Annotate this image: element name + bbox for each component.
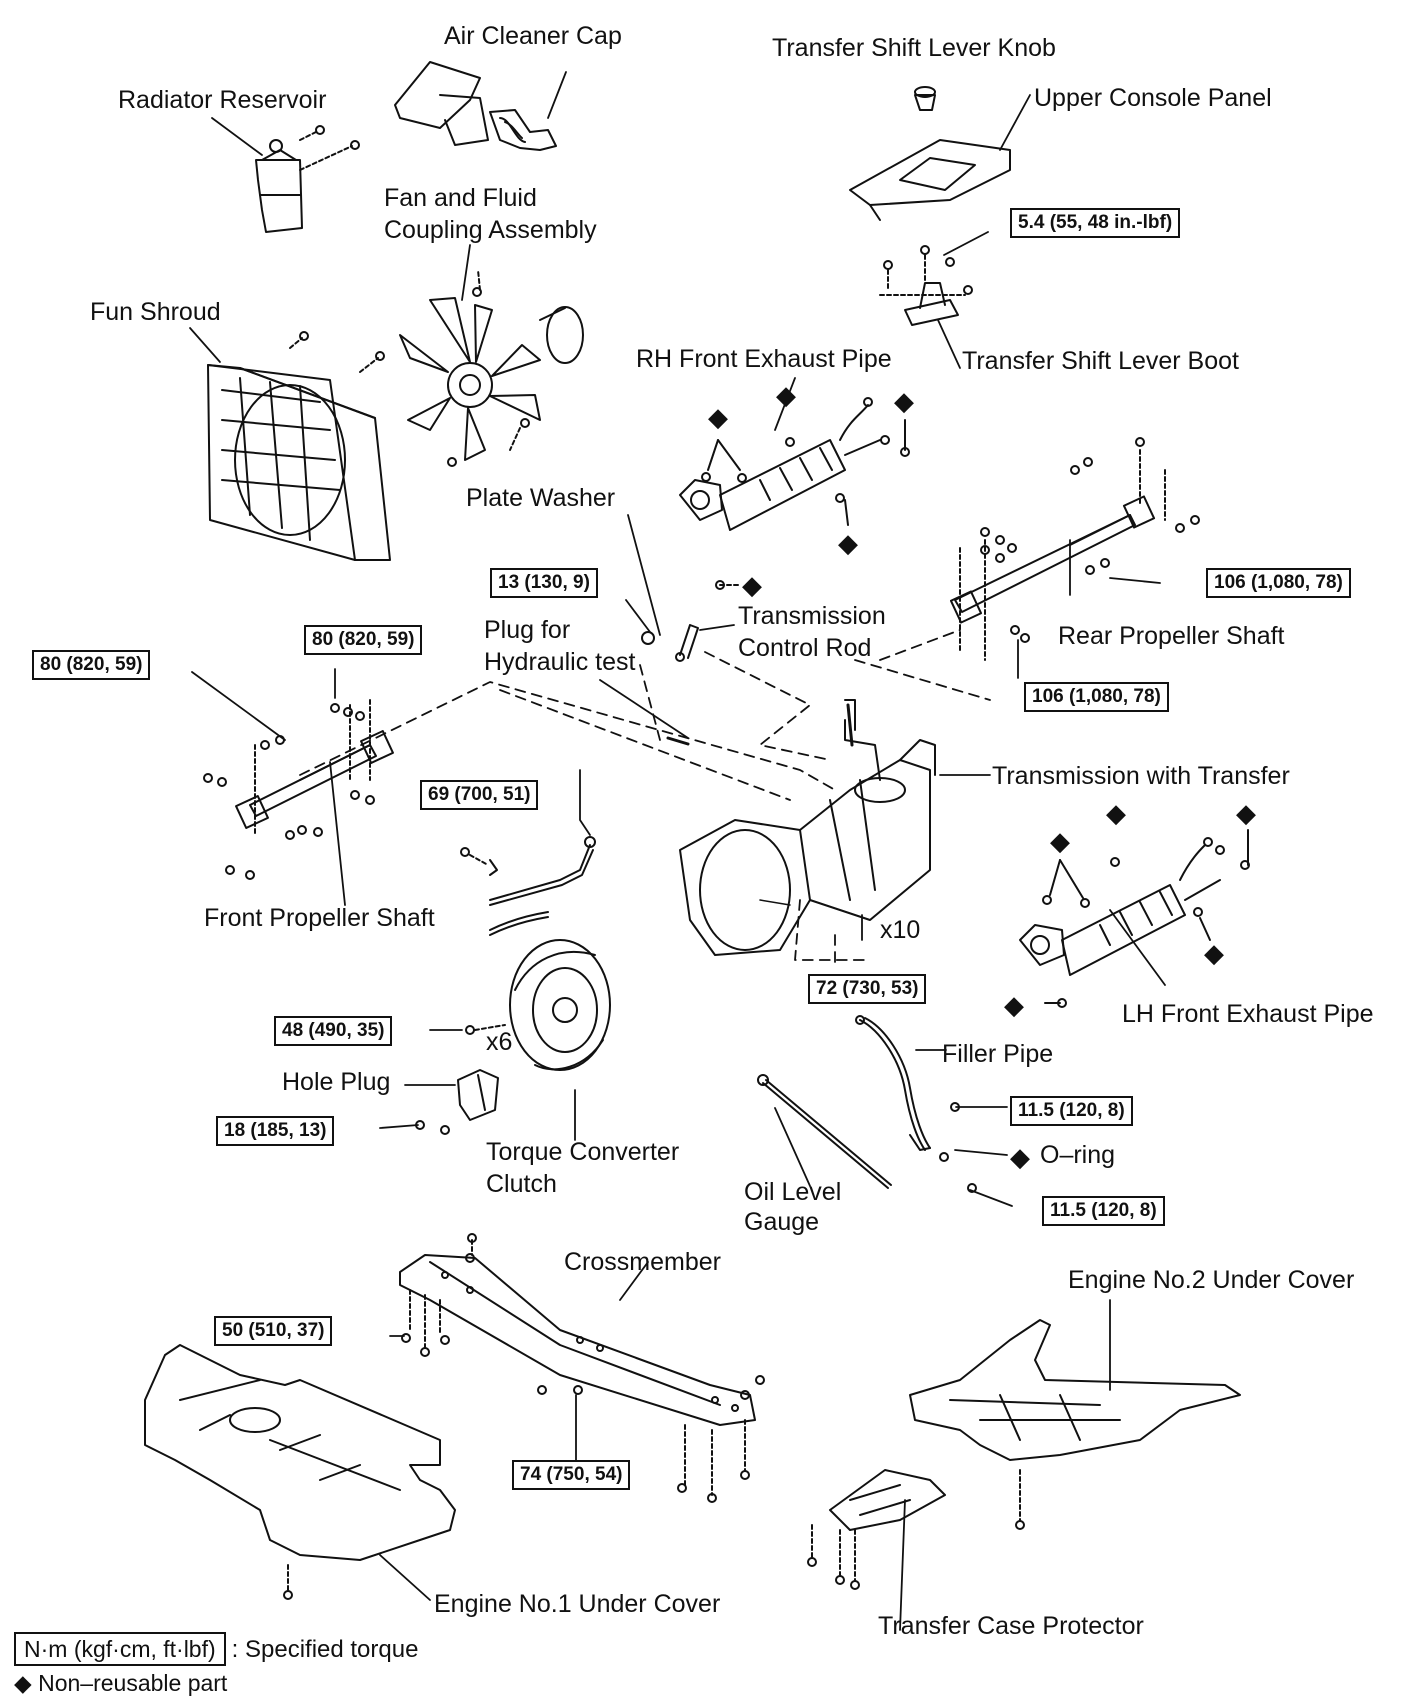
- label-engine-no1-under-cover: Engine No.1 Under Cover: [434, 1590, 721, 1618]
- torque-front-shaft-a: 80 (820, 59): [304, 625, 423, 655]
- non-reusable-marker: ◆: [742, 570, 762, 600]
- legend-torque-description: : Specified torque: [231, 1636, 419, 1663]
- non-reusable-marker: ◆: [1204, 938, 1224, 968]
- front-propeller-shaft-drawing: [203, 699, 394, 880]
- hydraulic-plug-drawing: [666, 736, 690, 746]
- label-plug-hydraulic-line1: Plug for: [484, 616, 571, 644]
- torque-crossmember-left: 50 (510, 37): [214, 1316, 333, 1346]
- label-transmission-control-rod-line1: Transmission: [738, 602, 886, 630]
- console-drawing: [849, 86, 1011, 326]
- label-engine-no2-under-cover: Engine No.2 Under Cover: [1068, 1266, 1355, 1294]
- label-transfer-shift-lever-knob: Transfer Shift Lever Knob: [772, 34, 1056, 62]
- torque-filler-pipe-upper: 11.5 (120, 8): [1010, 1096, 1133, 1126]
- label-plug-hydraulic-line2: Hydraulic test: [484, 648, 636, 676]
- torque-hole-plug: 18 (185, 13): [216, 1116, 335, 1146]
- label-filler-pipe: Filler Pipe: [942, 1040, 1054, 1068]
- non-reusable-marker: ◆: [894, 386, 914, 416]
- torque-rear-shaft-front: 106 (1,080, 78): [1206, 568, 1351, 598]
- torque-plate-washer: 13 (130, 9): [490, 568, 598, 598]
- fan-drawing: [399, 269, 584, 467]
- leader-lines: [189, 71, 1166, 1631]
- non-reusable-marker: ◆: [708, 402, 728, 432]
- label-lh-front-exhaust-pipe: LH Front Exhaust Pipe: [1122, 1000, 1374, 1028]
- label-front-propeller-shaft: Front Propeller Shaft: [204, 904, 435, 932]
- non-reusable-marker: ◆: [1050, 826, 1070, 856]
- torque-transmission-bolts: 72 (730, 53): [808, 974, 927, 1004]
- non-reusable-marker: ◆: [1010, 1142, 1030, 1172]
- legend: N·m (kgf·cm, ft·lbf): Specified torque ◆…: [14, 1632, 418, 1697]
- control-rod-bracket-drawing: [460, 836, 596, 936]
- label-transfer-shift-lever-boot: Transfer Shift Lever Boot: [962, 347, 1239, 375]
- hole-plug-drawing: [415, 1069, 499, 1135]
- label-multiplier-x6: x6: [486, 1028, 513, 1056]
- legend-non-reusable-symbol: ◆: [14, 1670, 32, 1696]
- radiator-reservoir-drawing: [255, 125, 360, 233]
- label-transmission-with-transfer: Transmission with Transfer: [992, 762, 1290, 790]
- label-upper-console-panel: Upper Console Panel: [1034, 84, 1272, 112]
- torque-control-rod-bracket: 69 (700, 51): [420, 780, 539, 810]
- label-fan-fluid-coupling-line2: Coupling Assembly: [384, 216, 597, 244]
- label-torque-converter-line1: Torque Converter: [486, 1138, 680, 1166]
- rear-propeller-shaft-drawing: [949, 437, 1200, 661]
- assembly-dashed-lines: [299, 629, 991, 966]
- label-hole-plug: Hole Plug: [282, 1068, 391, 1096]
- legend-non-reusable-description: Non–reusable part: [38, 1670, 228, 1696]
- label-fan-fluid-coupling-line1: Fan and Fluid: [384, 184, 537, 212]
- non-reusable-marker: ◆: [1004, 990, 1024, 1020]
- non-reusable-marker: ◆: [1236, 798, 1256, 828]
- torque-rear-shaft-rear: 106 (1,080, 78): [1024, 682, 1169, 712]
- transfer-case-protector-drawing: [807, 1469, 946, 1590]
- label-rh-front-exhaust-pipe: RH Front Exhaust Pipe: [636, 345, 892, 373]
- control-rod-drawing: [641, 624, 699, 662]
- non-reusable-marker: ◆: [1106, 798, 1126, 828]
- label-oil-level-gauge-line1: Oil Level: [744, 1178, 842, 1206]
- label-o-ring: O–ring: [1040, 1141, 1116, 1169]
- legend-torque-units: N·m (kgf·cm, ft·lbf): [14, 1632, 226, 1666]
- label-air-cleaner-cap: Air Cleaner Cap: [444, 22, 622, 50]
- torque-front-shaft-b: 80 (820, 59): [32, 650, 151, 680]
- non-reusable-marker: ◆: [838, 528, 858, 558]
- label-multiplier-x10: x10: [880, 916, 921, 944]
- transmission-drawing: [679, 699, 936, 956]
- oil-level-gauge-drawing: [757, 1074, 892, 1189]
- torque-crossmember-bottom: 74 (750, 54): [512, 1460, 631, 1490]
- non-reusable-marker: ◆: [776, 380, 796, 410]
- label-oil-level-gauge-line2: Gauge: [744, 1208, 820, 1236]
- filler-pipe-drawing: [855, 1015, 977, 1193]
- label-fun-shroud: Fun Shroud: [90, 298, 221, 326]
- label-radiator-reservoir: Radiator Reservoir: [118, 86, 327, 114]
- torque-torque-converter: 48 (490, 35): [274, 1016, 393, 1046]
- label-torque-converter-line2: Clutch: [486, 1170, 557, 1198]
- engine-no1-cover-drawing: [144, 1344, 456, 1600]
- rh-exhaust-drawing: [679, 397, 910, 590]
- label-transfer-case-protector: Transfer Case Protector: [878, 1612, 1144, 1640]
- label-rear-propeller-shaft: Rear Propeller Shaft: [1058, 622, 1285, 650]
- torque-converter-drawing: [465, 939, 611, 1071]
- label-plate-washer: Plate Washer: [466, 484, 616, 512]
- crossmember-drawing: [399, 1233, 765, 1503]
- fan-shroud-drawing: [207, 331, 391, 561]
- engine-no2-cover-drawing: [909, 1319, 1241, 1530]
- label-transmission-control-rod-line2: Control Rod: [738, 634, 872, 662]
- label-crossmember: Crossmember: [564, 1248, 721, 1276]
- air-cleaner-cap-drawing: [394, 61, 557, 151]
- torque-filler-pipe-lower: 11.5 (120, 8): [1042, 1196, 1165, 1226]
- lh-exhaust-drawing: [1019, 829, 1250, 1008]
- torque-console-bolt: 5.4 (55, 48 in.-lbf): [1010, 208, 1181, 238]
